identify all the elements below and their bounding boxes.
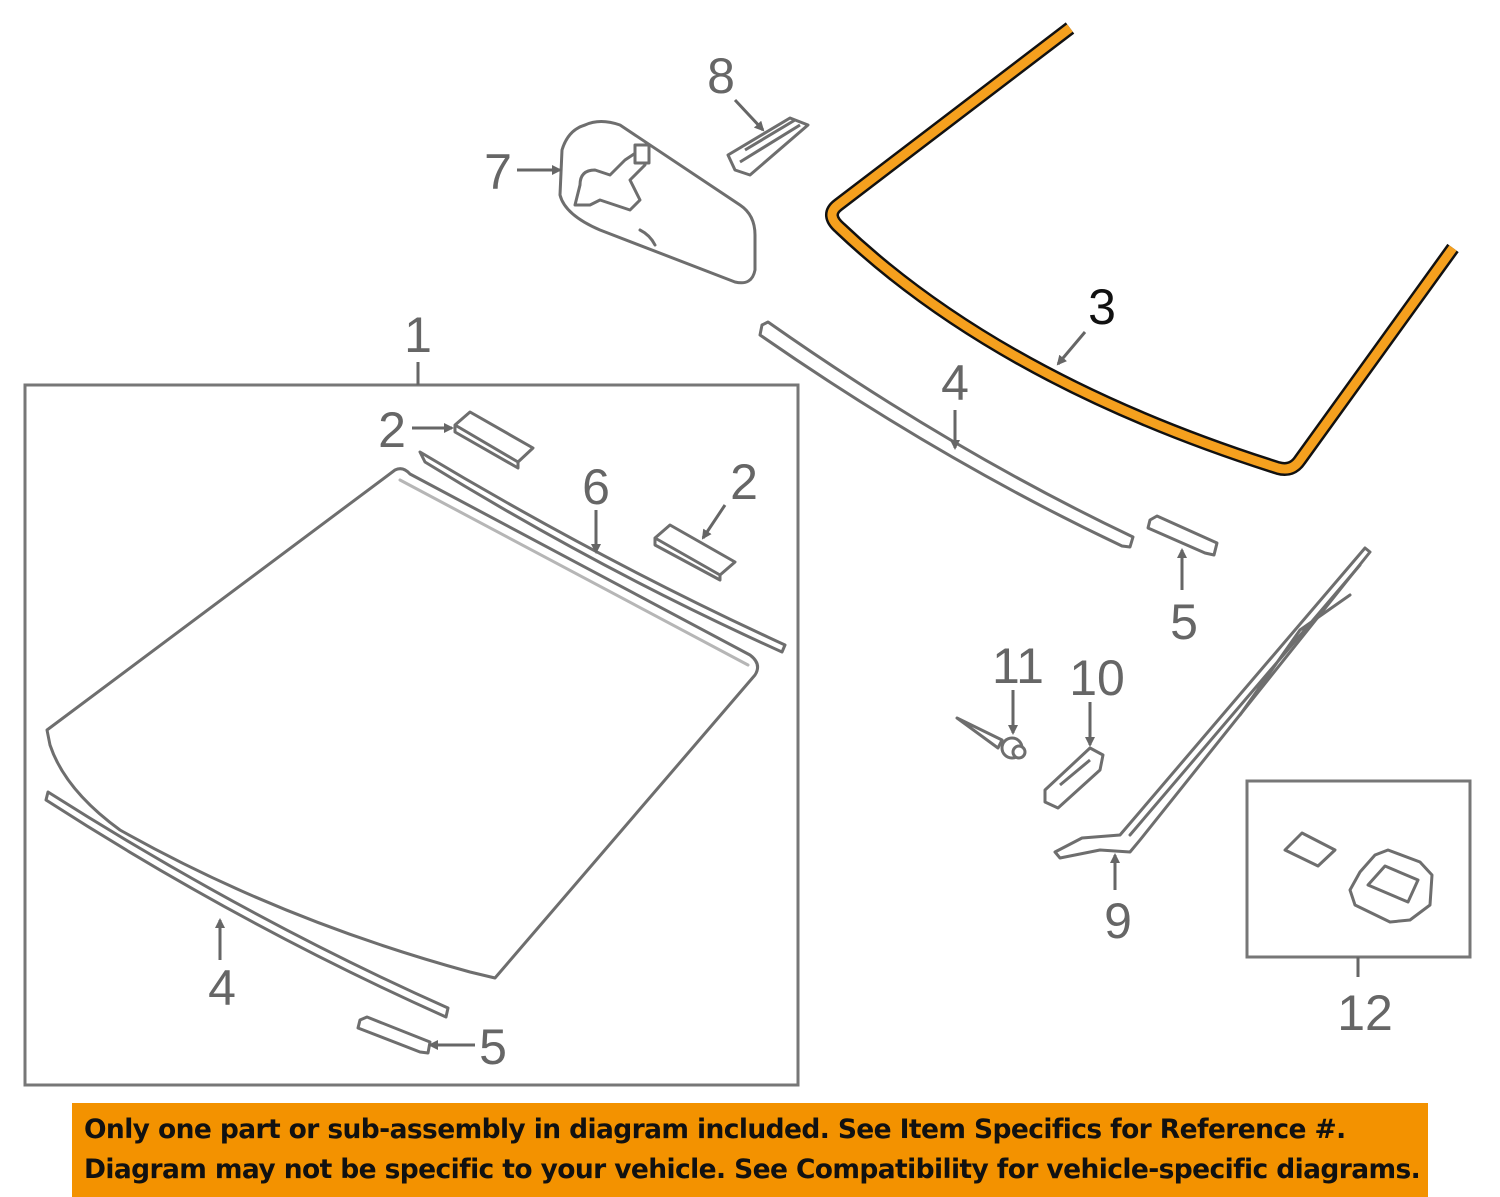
callout-7: 7 bbox=[484, 144, 512, 200]
callout-2: 2 bbox=[730, 454, 758, 510]
rearview-mirror-7 bbox=[558, 120, 757, 285]
callout-5: 5 bbox=[479, 1019, 507, 1075]
callout-1: 1 bbox=[404, 307, 432, 363]
callout-6: 6 bbox=[582, 459, 610, 515]
callout-5: 5 bbox=[1170, 594, 1198, 650]
assembly-box-12 bbox=[1245, 779, 1472, 959]
upper-molding-4 bbox=[758, 320, 1135, 549]
sensor-bracket-12 bbox=[1348, 848, 1434, 924]
disclaimer-banner: Only one part or sub-assembly in diagram… bbox=[72, 1103, 1428, 1197]
windshield-glass bbox=[45, 467, 760, 980]
callout-4: 4 bbox=[208, 960, 236, 1016]
callout-2: 2 bbox=[378, 402, 406, 458]
upper-molding-6 bbox=[418, 450, 787, 654]
disclaimer-line-1: Only one part or sub-assembly in diagram… bbox=[84, 1114, 1346, 1145]
callout-4: 4 bbox=[941, 355, 969, 411]
spacer-2-b bbox=[653, 523, 737, 582]
adhesive-pad-12 bbox=[1283, 831, 1337, 868]
callout-9: 9 bbox=[1104, 893, 1132, 949]
windshield-seal-3 bbox=[825, 22, 1459, 476]
retainer-clip-10 bbox=[1043, 746, 1105, 810]
lower-molding-4 bbox=[44, 790, 450, 1019]
callout-8: 8 bbox=[707, 48, 735, 104]
mirror-bracket-8 bbox=[726, 116, 810, 177]
disclaimer-line-2: Diagram may not be specific to your vehi… bbox=[84, 1154, 1421, 1185]
callout-11: 11 bbox=[992, 638, 1044, 694]
assembly-box-1 bbox=[23, 383, 800, 1087]
side-clip-5-upper bbox=[1146, 514, 1219, 557]
spacer-2-a bbox=[453, 410, 535, 470]
side-clip-5-lower bbox=[356, 1015, 432, 1055]
callout-10: 10 bbox=[1069, 650, 1125, 706]
callout-12: 12 bbox=[1337, 985, 1393, 1041]
callout-3: 3 bbox=[1088, 279, 1116, 335]
bolt-11 bbox=[955, 716, 1027, 760]
